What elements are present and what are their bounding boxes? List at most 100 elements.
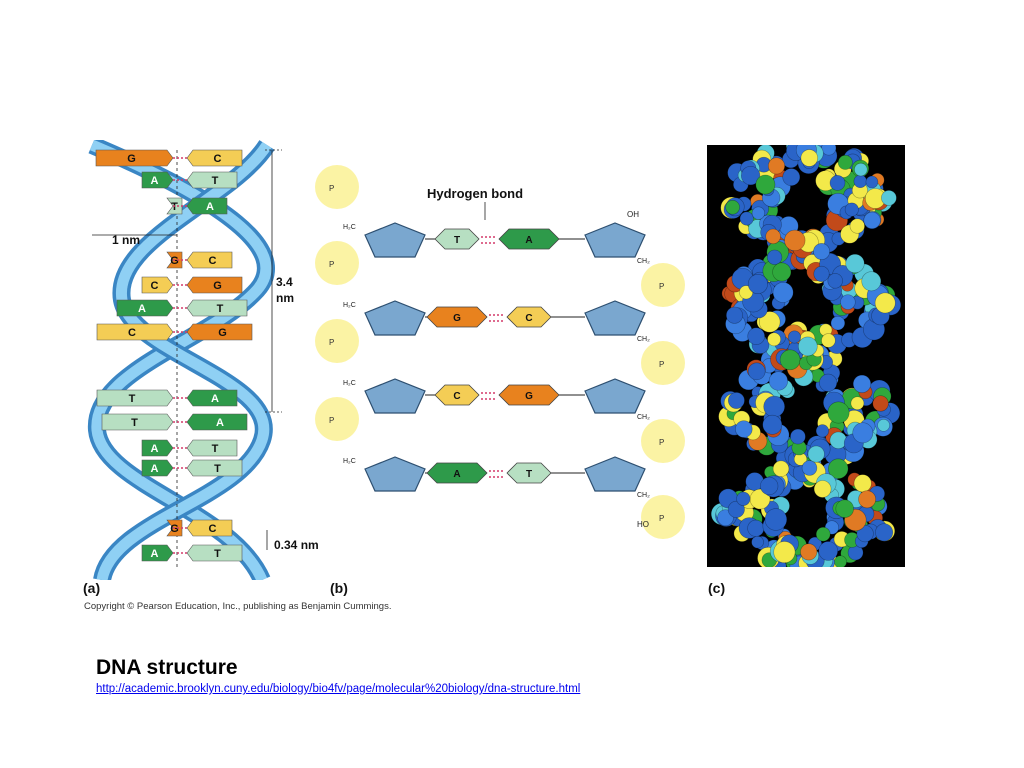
atom-sphere [863,211,881,229]
copyright-notice: Copyright © Pearson Education, Inc., pub… [84,601,392,612]
base-left-letter: A [138,303,146,315]
ch2-label: CH₂ [637,492,650,499]
atom-sphere [819,373,838,392]
atom-sphere [874,292,896,314]
base-right [186,439,238,457]
phosphate-label: P [329,184,334,193]
atom-sphere [834,555,847,567]
atom-sphere [840,294,856,310]
base-right-letter: T [214,463,221,475]
atom-sphere [850,396,865,411]
atom-sphere [829,431,848,449]
atom-sphere [813,480,832,498]
atom-sphere [751,206,766,220]
base-left-letter: G [127,153,136,165]
hydrogen-bond-label: Hydrogen bond [427,186,523,201]
atom-sphere [872,395,889,412]
base-left [434,228,480,250]
base-left-letter: T [454,235,460,246]
atom-sphere [784,229,806,251]
oh-label-top: OH [627,210,639,219]
base-right [186,149,243,167]
base-left-letter: G [453,313,461,324]
atom-sphere [852,422,874,444]
atom-sphere [767,157,785,175]
base-left [141,439,174,457]
atom-sphere [773,541,796,564]
atom-sphere [807,445,825,463]
atom-sphere [763,395,785,418]
atom-sphere [818,541,838,561]
base-right [186,544,243,562]
base-left [141,459,174,477]
ho-label-bottom: HO [637,520,649,529]
base-right-letter: C [214,153,222,165]
base-left [141,171,174,189]
atom-sphere [747,519,765,537]
base-left-letter: T [171,201,178,213]
atom-sphere [856,525,874,543]
atom-sphere [852,374,872,393]
atom-sphere [739,211,754,226]
base-left [434,384,480,406]
h2c-label: H₂C [343,380,356,387]
h2c-label: H₂C [343,302,356,309]
base-left-letter: G [170,255,179,267]
base-left [141,276,174,294]
base-right-letter: G [218,327,227,339]
atom-sphere [727,500,745,518]
base-right-letter: T [217,303,224,315]
atom-sphere [788,330,802,344]
base-left-letter: C [453,391,460,402]
atom-sphere [830,315,846,331]
base-right-letter: C [209,523,217,535]
atom-sphere [764,508,788,531]
atom-sphere [845,253,865,274]
sugar-ring-right [584,300,646,336]
base-right-letter: T [212,443,219,455]
atom-sphere [815,424,829,438]
base-right-letter: G [525,391,533,402]
base-right-letter: T [214,548,221,560]
phosphate-group-left [315,241,359,285]
h2c-label: H₂C [343,224,356,231]
atom-sphere [849,218,865,234]
phosphate-group-left [315,165,359,209]
sugar-ring-left [364,456,426,492]
source-link[interactable]: http://academic.brooklyn.cuny.edu/biolog… [96,683,581,695]
base-right [186,276,243,294]
sugar-ring-left [364,378,426,414]
base-right-letter: A [525,235,532,246]
atom-sphere [798,336,818,357]
ch2-label: CH₂ [637,258,650,265]
base-left-letter: A [151,463,159,475]
atom-sphere [800,543,818,561]
pitch-label-unit: nm [276,291,294,305]
phosphate-label: P [659,514,664,523]
atom-sphere [827,401,850,424]
base-left [96,323,174,341]
atom-sphere [772,262,792,282]
ch2-label: CH₂ [637,336,650,343]
base-right [186,251,233,269]
base-left-letter: C [128,327,136,339]
atom-sphere [827,273,843,289]
phosphate-label: P [329,416,334,425]
atom-sphere [865,175,879,189]
base-right-letter: G [213,280,222,292]
phosphate-group-right [641,263,685,307]
